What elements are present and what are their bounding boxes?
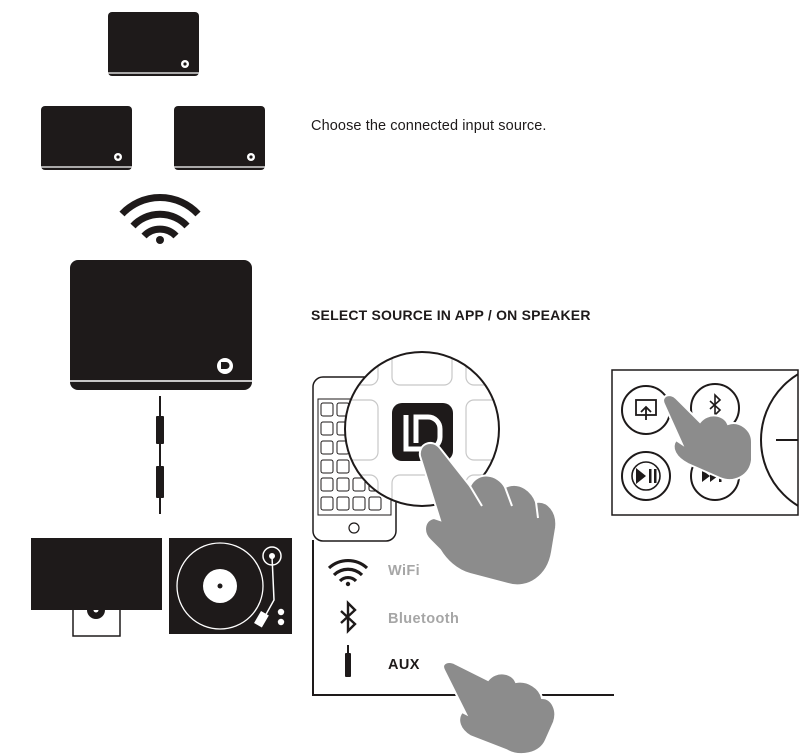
speaker-control-panel (611, 363, 803, 517)
main-speaker (70, 260, 252, 390)
volume-knob[interactable] (760, 363, 803, 517)
turntable (169, 538, 292, 634)
hand-tapping-app (418, 441, 558, 587)
wifi-broadcast-icon (119, 194, 201, 244)
hand-tapping-aux (442, 661, 557, 754)
section-title: SELECT SOURCE IN APP / ON SPEAKER (311, 307, 591, 323)
play-pause-button[interactable] (621, 451, 671, 501)
speaker-small-top (108, 12, 199, 76)
aux-jack-icon (345, 645, 351, 677)
instruction-text: Choose the connected input source. (311, 118, 547, 134)
aux-cable (156, 396, 164, 514)
bluetooth-icon (340, 600, 357, 634)
source-option-bluetooth[interactable]: Bluetooth (388, 611, 460, 627)
speaker-small-right (174, 106, 265, 170)
source-option-wifi[interactable]: WiFi (388, 563, 421, 579)
cd-player (31, 538, 162, 637)
wifi-icon (327, 558, 369, 587)
speaker-small-left (41, 106, 132, 170)
hand-pressing-source (662, 394, 753, 481)
source-option-aux[interactable]: AUX (388, 657, 420, 673)
